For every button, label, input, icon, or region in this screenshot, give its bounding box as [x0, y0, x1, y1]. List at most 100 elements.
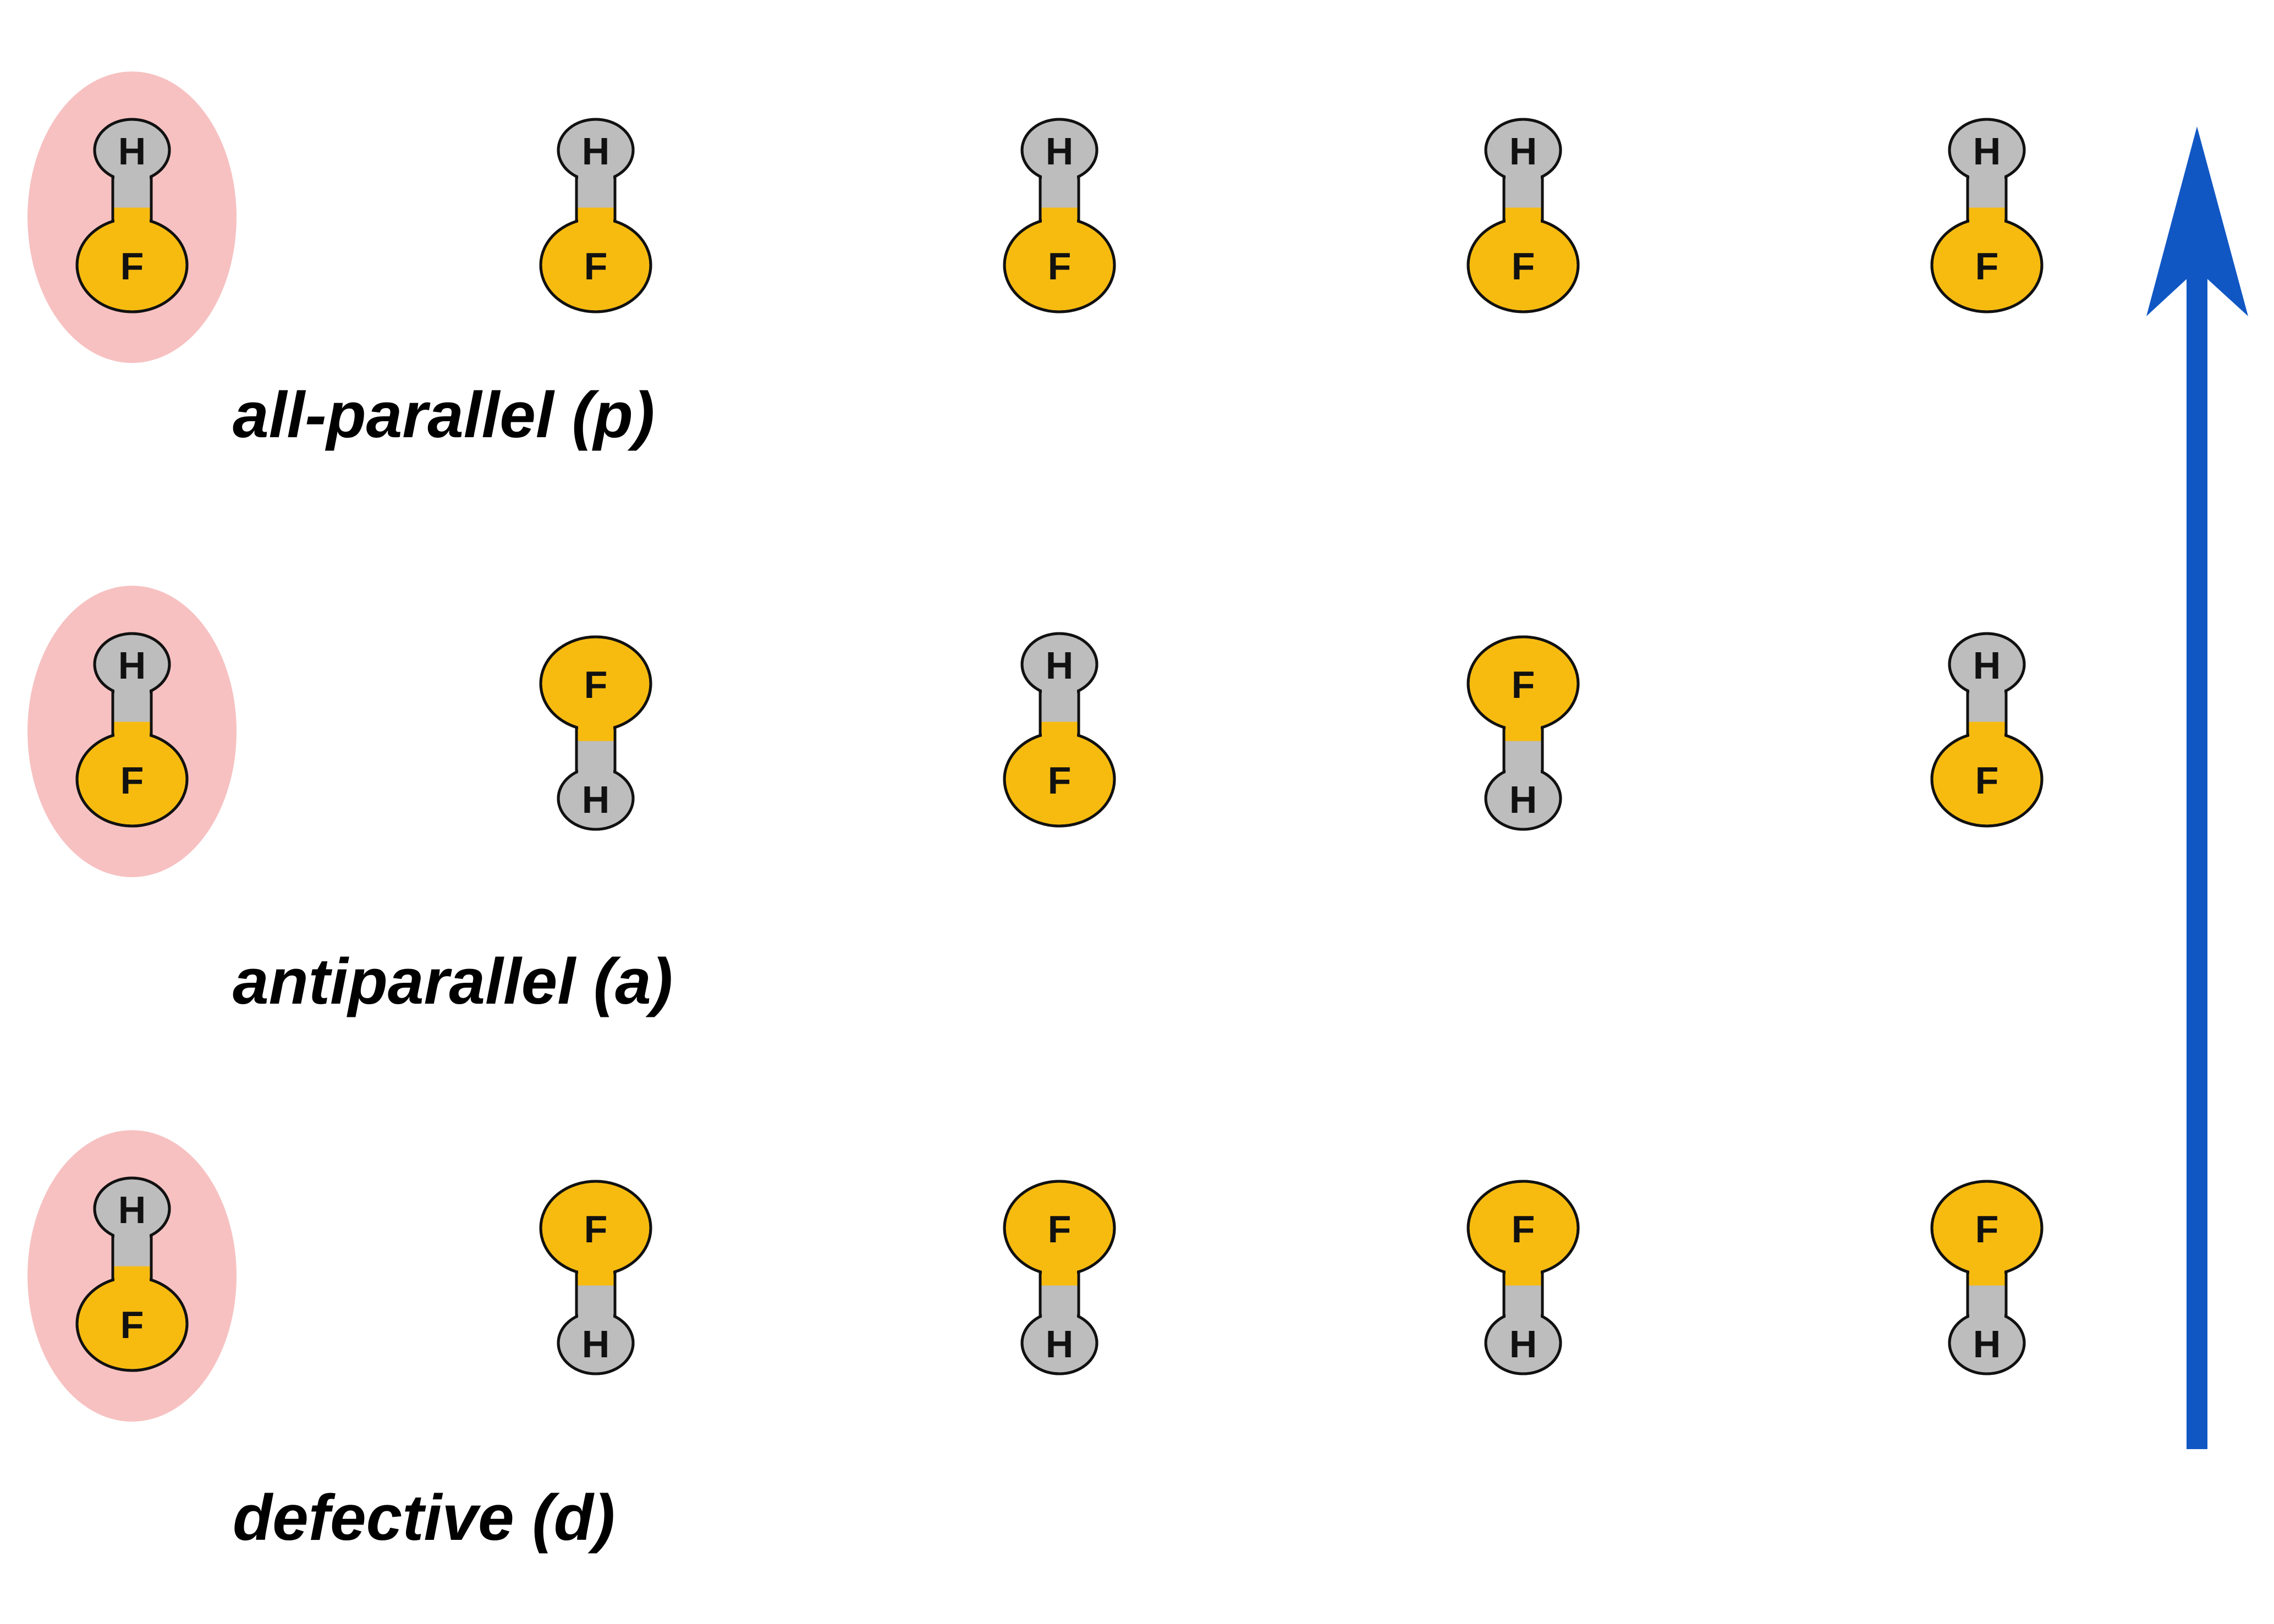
fluorine-atom-fill	[79, 734, 185, 824]
hf-molecule: HF	[1930, 1180, 2044, 1375]
fluorine-atom-fill	[542, 638, 649, 729]
bond-f-junction	[114, 729, 150, 742]
arrow-shaft	[2187, 264, 2207, 1449]
bond-h-junction	[114, 686, 150, 698]
hf-molecule: HF	[75, 1176, 189, 1372]
hydrogen-symbol: H	[1046, 644, 1074, 687]
bond-h-junction	[1042, 172, 1077, 184]
bond-f-junction	[1042, 214, 1077, 228]
bond-f-junction	[114, 214, 150, 228]
hf-molecule: HF	[539, 635, 652, 831]
bond-h-junction	[1506, 1309, 1541, 1321]
fluorine-atom-fill	[1006, 220, 1113, 310]
fluorine-symbol: F	[1512, 245, 1535, 288]
fluorine-atom-fill	[1934, 1183, 2040, 1273]
hydrogen-symbol: H	[582, 778, 610, 821]
hydrogen-symbol: H	[1509, 778, 1537, 821]
hydrogen-atom-fill	[1951, 1314, 2023, 1372]
hydrogen-symbol: H	[1509, 1323, 1537, 1366]
bond-f-junction	[578, 1265, 613, 1279]
fluorine-atom-fill	[1470, 638, 1577, 729]
hydrogen-atom-fill	[1487, 1314, 1559, 1372]
bond-f-junction	[1969, 214, 2004, 228]
hf-molecule: HF	[1466, 118, 1580, 313]
hf-molecule: HF	[1466, 1180, 1580, 1375]
bond-h-junction	[578, 764, 613, 777]
fluorine-symbol: F	[1975, 245, 1999, 288]
arrow-head	[2146, 126, 2248, 316]
bond-h-junction	[114, 172, 150, 184]
bond-f-junction	[1969, 1265, 2004, 1279]
fluorine-symbol: F	[1975, 759, 1999, 802]
fluorine-atom-fill	[1934, 734, 2040, 824]
fluorine-symbol: F	[120, 245, 144, 288]
fluorine-atom-fill	[1470, 220, 1577, 310]
bond-h-junction	[1969, 172, 2004, 184]
fluorine-symbol: F	[120, 1303, 144, 1346]
hydrogen-symbol: H	[1046, 130, 1074, 173]
bond-f-junction	[1506, 1265, 1541, 1279]
hydrogen-atom-fill	[1487, 769, 1559, 828]
hydrogen-symbol: H	[1046, 1323, 1074, 1366]
hydrogen-atom-fill	[96, 121, 168, 179]
bond-f-junction	[578, 721, 613, 734]
bond-f-junction	[1042, 729, 1077, 742]
hydrogen-symbol: H	[1973, 644, 2001, 687]
bond-f-junction	[578, 214, 613, 228]
hydrogen-atom-fill	[1487, 121, 1559, 179]
bond-h-junction	[578, 172, 613, 184]
hydrogen-atom-fill	[1024, 1314, 1095, 1372]
arrow-up-icon	[2146, 126, 2248, 1449]
fluorine-symbol: F	[584, 1208, 608, 1251]
hf-molecule: HF	[539, 118, 652, 313]
fluorine-atom-fill	[79, 1279, 185, 1369]
hydrogen-symbol: H	[118, 644, 146, 687]
hydrogen-symbol: H	[582, 130, 610, 173]
hydrogen-atom-fill	[96, 1180, 168, 1238]
fluorine-symbol: F	[1975, 1208, 1999, 1251]
hydrogen-symbol: H	[118, 1188, 146, 1231]
hydrogen-atom-fill	[1024, 121, 1095, 179]
hf-molecule: HF	[1466, 635, 1580, 831]
hydrogen-atom-fill	[560, 1314, 631, 1372]
hydrogen-atom-fill	[1951, 121, 2023, 179]
fluorine-atom-fill	[1934, 220, 2040, 310]
bond-f-junction	[1506, 721, 1541, 734]
hydrogen-atom-fill	[1024, 635, 1095, 693]
hydrogen-symbol: H	[582, 1323, 610, 1366]
bond-h-junction	[1506, 172, 1541, 184]
hydrogen-symbol: H	[1509, 130, 1537, 173]
bond-h-junction	[1042, 686, 1077, 698]
fluorine-symbol: F	[584, 663, 608, 706]
hf-molecule: HF	[1003, 118, 1116, 313]
fluorine-atom-fill	[542, 220, 649, 310]
bond-h-junction	[1506, 764, 1541, 777]
fluorine-atom-fill	[542, 1183, 649, 1273]
fluorine-symbol: F	[1512, 663, 1535, 706]
hydrogen-atom-fill	[96, 635, 168, 693]
bond-f-junction	[1506, 214, 1541, 228]
row-label: all-parallel (p)	[233, 379, 655, 452]
fluorine-symbol: F	[584, 245, 608, 288]
bond-h-junction	[1042, 1309, 1077, 1321]
bond-f-junction	[114, 1273, 150, 1286]
bond-h-junction	[1969, 1309, 2004, 1321]
hf-molecule: HF	[75, 632, 189, 828]
hf-molecule: HF	[1930, 632, 2044, 828]
hydrogen-symbol: H	[118, 130, 146, 173]
hf-molecule: HF	[1003, 1180, 1116, 1375]
hf-molecule: HF	[75, 118, 189, 313]
fluorine-atom-fill	[1470, 1183, 1577, 1273]
bond-h-junction	[1969, 686, 2004, 698]
bond-h-junction	[578, 1309, 613, 1321]
fluorine-symbol: F	[1048, 759, 1072, 802]
hydrogen-symbol: H	[1973, 1323, 2001, 1366]
row-label: antiparallel (a)	[233, 945, 673, 1018]
bond-h-junction	[114, 1231, 150, 1243]
fluorine-symbol: F	[1512, 1208, 1535, 1251]
fluorine-symbol: F	[120, 759, 144, 802]
